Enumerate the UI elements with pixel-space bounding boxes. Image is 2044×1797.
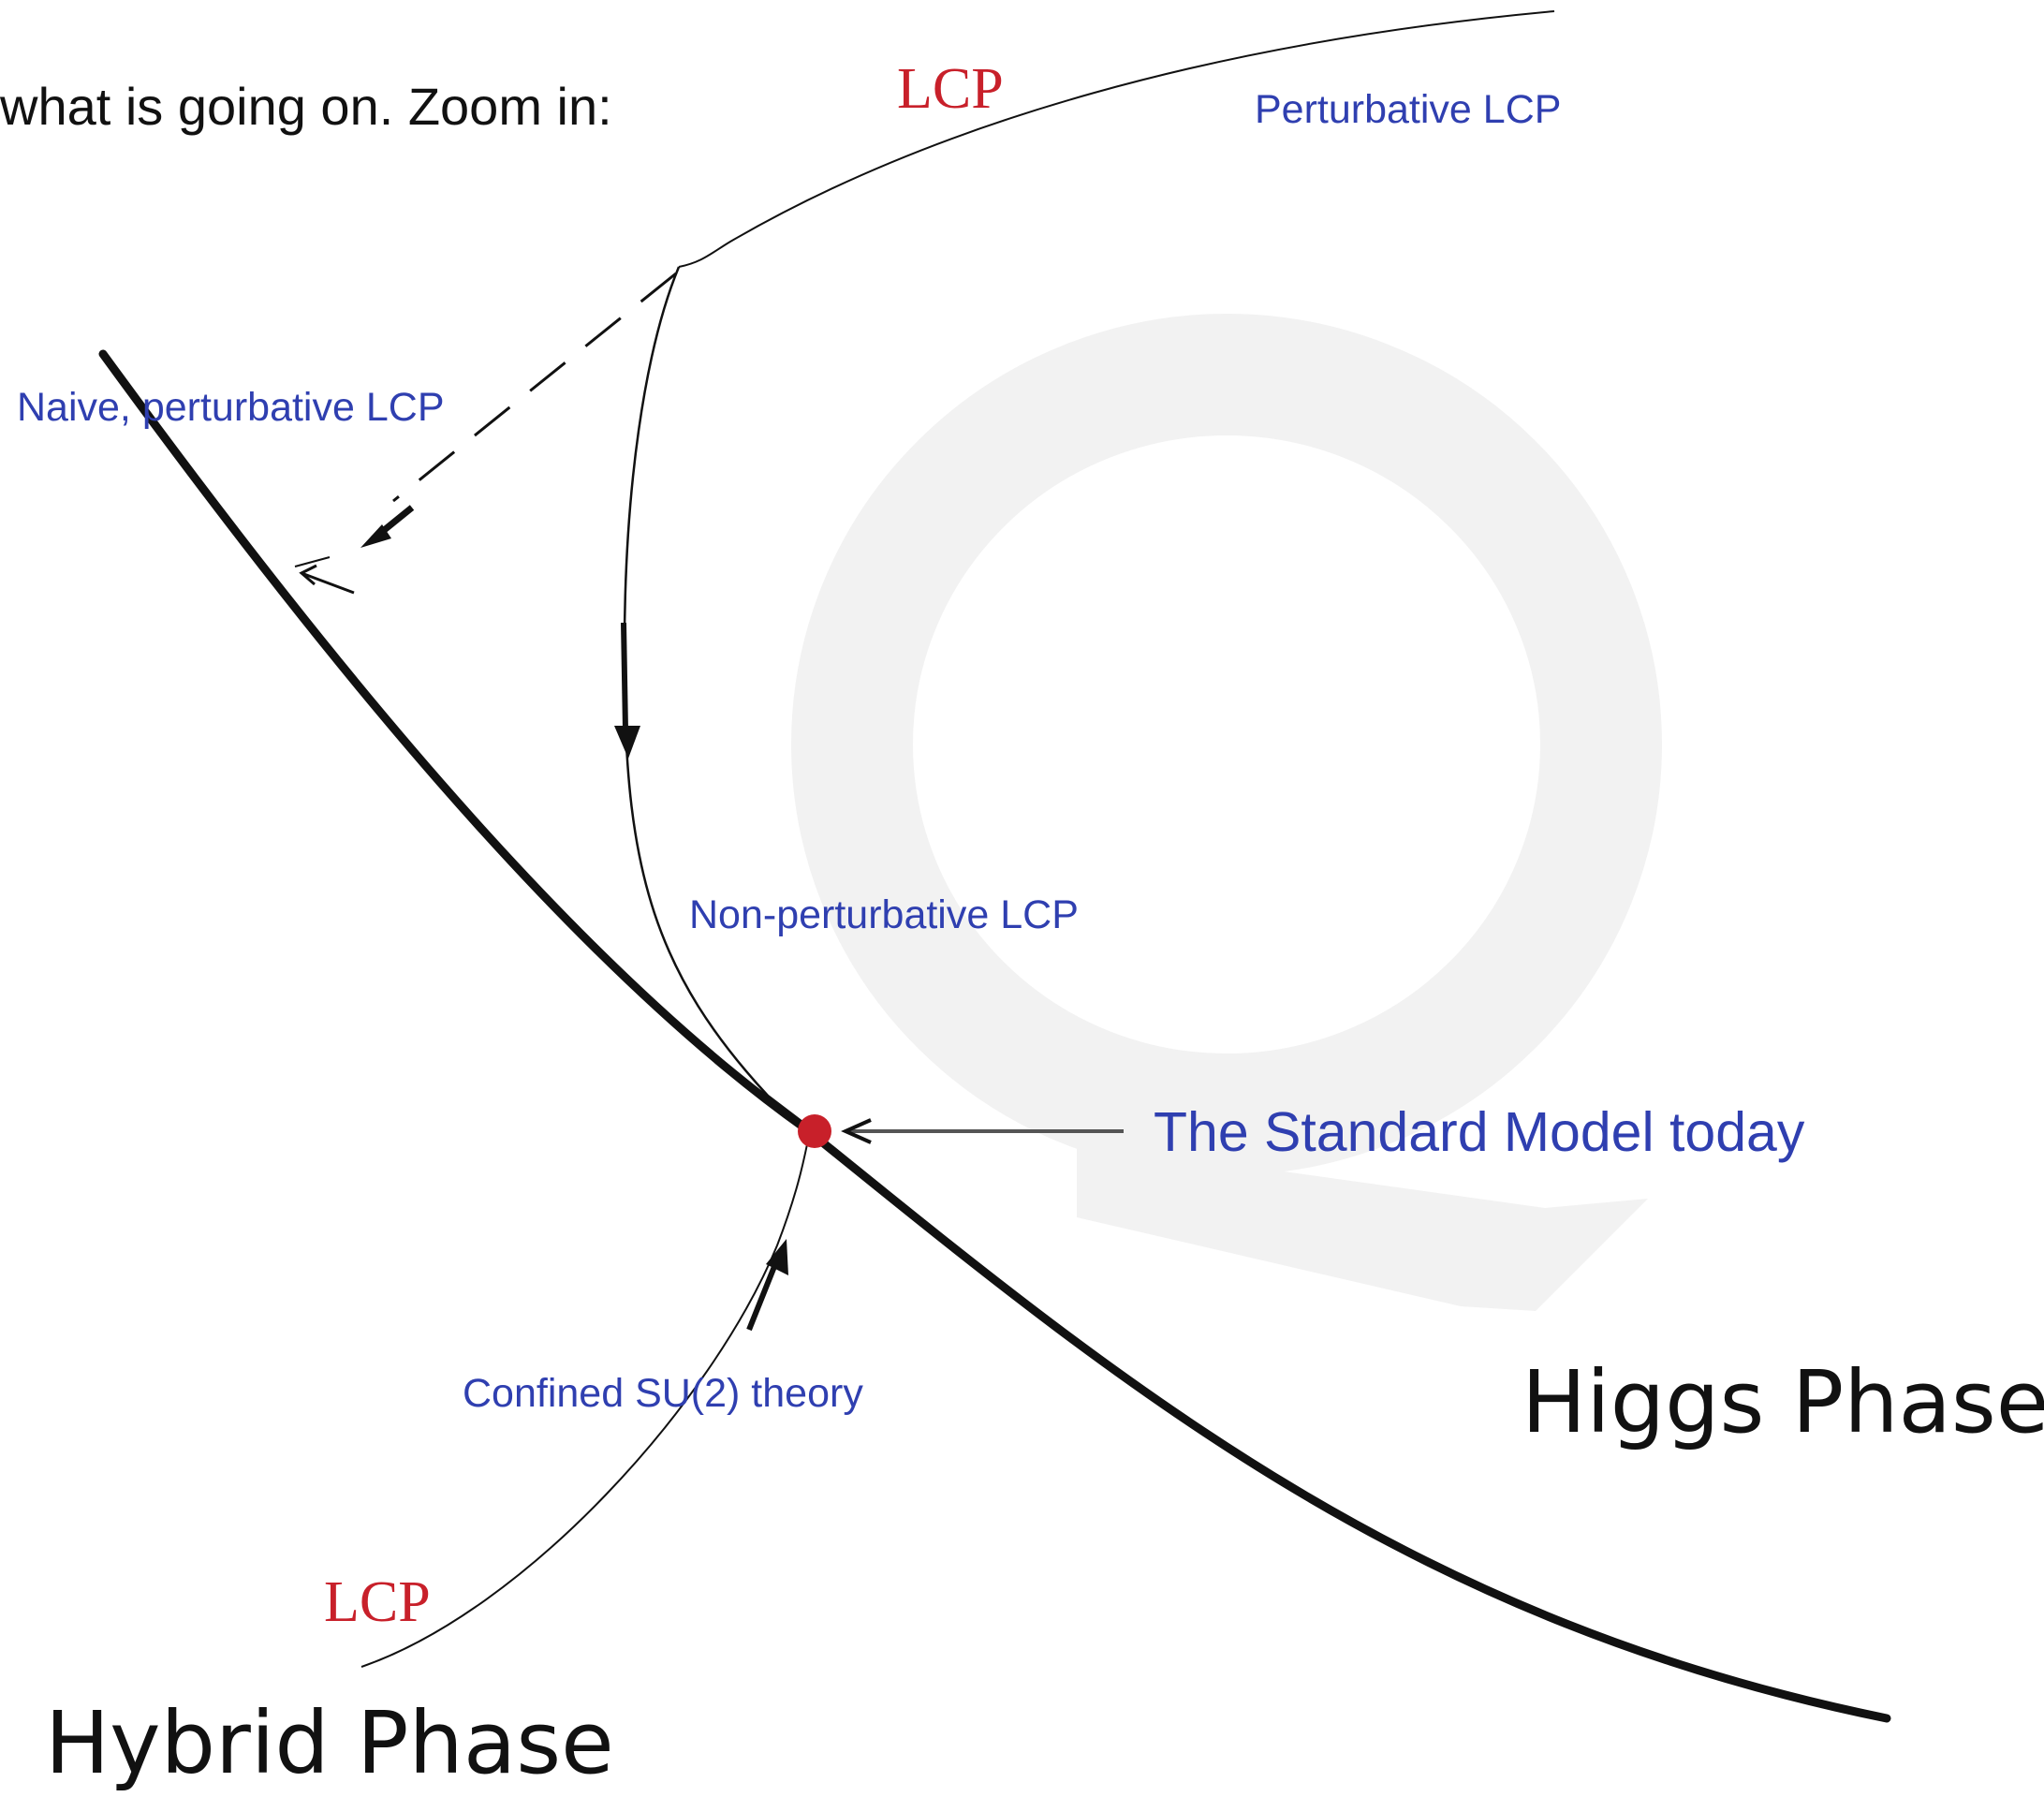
naive-perturbative-lcp-dashed [392, 272, 677, 503]
naive-perturbative-lcp-label: Naive, perturbative LCP [17, 385, 445, 430]
hybrid-phase-label: Hybrid Phase [45, 1693, 614, 1793]
higgs-phase-label: Higgs Phase [1522, 1352, 2044, 1452]
dashed-arrow-head-icon [360, 505, 415, 548]
standard-model-label: The Standard Model today [1154, 1101, 1805, 1163]
up-arrow-icon [746, 1239, 788, 1332]
standard-model-dot [798, 1114, 831, 1148]
down-arrow-icon [614, 622, 640, 759]
q-watermark [791, 314, 1662, 1311]
intro-text: what is going on. Zoom in: [0, 77, 612, 136]
non-perturbative-lcp-label: Non-perturbative LCP [689, 892, 1079, 937]
lcp-bottom-label: LCP [324, 1570, 431, 1634]
confined-su2-lcp-curve [360, 1130, 811, 1668]
perturbative-lcp-curve [678, 10, 1555, 268]
confined-su2-label: Confined SU(2) theory [463, 1371, 863, 1416]
lcp-top-label: LCP [897, 57, 1004, 121]
small-open-arrow-icon [294, 556, 355, 595]
standard-model-pointer-arrow [841, 1118, 1124, 1144]
perturbative-lcp-label: Perturbative LCP [1255, 87, 1562, 132]
